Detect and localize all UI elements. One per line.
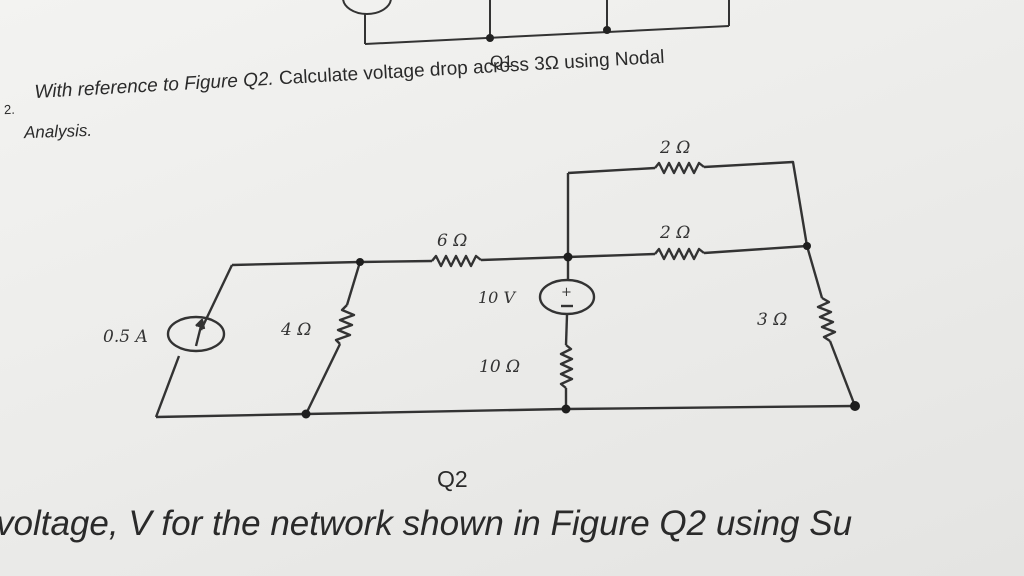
node: [563, 252, 573, 262]
resistor-3ohm: [816, 296, 837, 342]
label-10ohm: 10 Ω: [479, 357, 520, 377]
node: [301, 409, 311, 419]
wire-mid-left: [567, 252, 656, 259]
wire-top-right: [703, 160, 809, 247]
wire-4ohm-top: [345, 261, 362, 306]
label-0-5a: 0.5 A: [103, 327, 148, 347]
wire-left-vertical: [199, 264, 234, 331]
label-4ohm: 4 Ω: [280, 320, 311, 340]
wire-top-left: [567, 166, 656, 175]
label-10v: 10 V: [478, 288, 516, 307]
q1-node: [603, 26, 611, 34]
figure-q2-caption: Q2: [437, 466, 468, 492]
wire-center-mid: [564, 314, 569, 346]
wire-6ohm-right: [480, 255, 569, 262]
label-plus: +: [561, 285, 572, 300]
node: [850, 401, 860, 411]
wire-mid-right: [703, 244, 808, 255]
label-6ohm: 6 Ω: [437, 231, 467, 251]
node: [561, 404, 571, 414]
wire-3ohm-bottom: [828, 340, 857, 407]
q1-source-circle: [342, 0, 392, 15]
next-question-text: voltage, V for the network shown in Figu…: [0, 504, 852, 544]
resistor-2ohm-mid: [654, 247, 705, 261]
resistor-2ohm-top: [654, 161, 705, 175]
wire-left-top: [231, 259, 433, 267]
q1-wire-bottom: [364, 25, 730, 45]
q1-node: [486, 34, 494, 42]
next-question-variable: V: [128, 504, 152, 543]
resistor-10ohm: [559, 344, 574, 389]
node: [356, 258, 364, 266]
next-question-part-b: for the network shown in Figure Q2 using…: [151, 504, 853, 543]
resistor-4ohm: [334, 304, 356, 345]
current-source-arrowhead: [195, 318, 206, 330]
wire-bottom: [155, 404, 856, 419]
node: [803, 242, 811, 250]
label-2ohm-top: 2 Ω: [659, 138, 690, 158]
current-source-circle: [166, 315, 226, 353]
next-question-part-a: voltage,: [0, 504, 129, 543]
label-3ohm: 3 Ω: [757, 310, 787, 330]
label-2ohm-mid: 2 Ω: [659, 223, 690, 243]
figure-q1-caption: Q1: [490, 52, 513, 71]
wire-4ohm-bottom: [304, 343, 342, 415]
resistor-6ohm: [431, 254, 482, 268]
wire-3ohm-top: [805, 245, 824, 299]
wire-left-vertical-lower: [154, 355, 181, 418]
voltage-source-circle: [538, 278, 596, 316]
